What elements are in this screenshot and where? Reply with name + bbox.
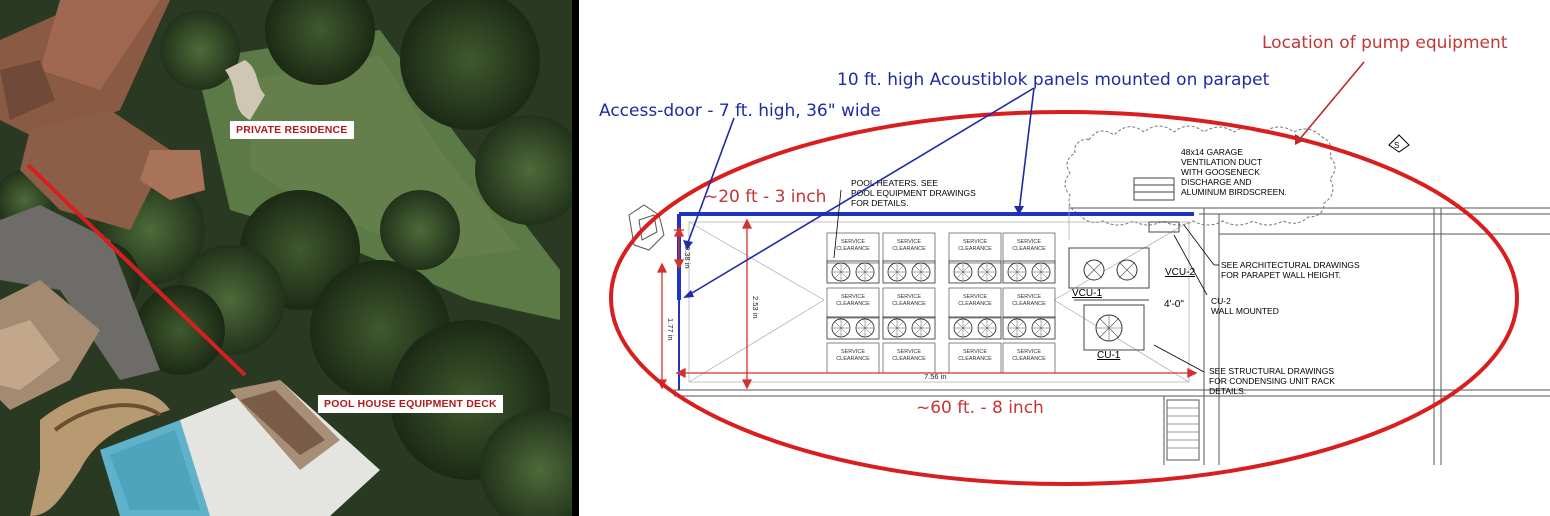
length-dimension: ~60 ft. - 8 inch	[916, 398, 1044, 418]
clearance-label: SERVICE	[841, 239, 865, 245]
spacing-label: 4'-0"	[1164, 299, 1184, 310]
garage-duct-note: 48x14 GARAGE VENTILATION DUCT WITH GOOSE…	[1181, 147, 1287, 197]
clearance-label: SERVICE	[897, 294, 921, 300]
building-outline	[674, 207, 1550, 465]
clearance-label: SERVICE	[963, 239, 987, 245]
deck-label: POOL HOUSE EQUIPMENT DECK	[318, 395, 503, 413]
clearance-label: SERVICE	[1017, 349, 1041, 355]
clearance-label: CLEARANCE	[836, 246, 870, 252]
structural-note: SEE STRUCTURAL DRAWINGS FOR CONDENSING U…	[1209, 366, 1337, 396]
service-clearance-block	[882, 287, 936, 319]
pool-heater-unit	[1002, 316, 1056, 340]
pool-heater-unit	[1002, 260, 1056, 284]
pool-heater-unit	[826, 316, 880, 340]
clearance-label: SERVICE	[963, 349, 987, 355]
north-arrow-icon	[1388, 134, 1410, 153]
clearance-label: CLEARANCE	[1012, 301, 1046, 307]
service-clearance-block	[948, 287, 1002, 319]
blue-callout-arrows	[686, 87, 1035, 297]
pool-heaters: SERVICECLEARANCESERVICECLEARANCESERVICEC…	[826, 232, 1056, 374]
pool-heaters-note: POOL HEATERS. SEE POOL EQUIPMENT DRAWING…	[851, 178, 978, 208]
clearance-label: CLEARANCE	[892, 356, 926, 362]
width-dimension: ~20 ft - 3 inch	[704, 187, 826, 207]
clearance-label: CLEARANCE	[958, 356, 992, 362]
service-clearance-block	[826, 287, 880, 319]
service-clearance-block	[1002, 287, 1056, 319]
clearance-label: SERVICE	[1017, 294, 1041, 300]
driveway	[0, 205, 160, 380]
floor-plan: S SERVICECLEARANCESERVICECLEARANCESERVIC…	[579, 0, 1550, 516]
pump-location-arrow	[1298, 61, 1365, 141]
measure-2-53: 2.53 in	[751, 296, 760, 319]
measure-0-38: 0.38 in	[683, 246, 692, 269]
pump-location-callout: Location of pump equipment	[1262, 33, 1508, 53]
pool-heater-unit	[948, 316, 1002, 340]
stair	[1167, 407, 1199, 449]
clearance-label: CLEARANCE	[836, 301, 870, 307]
cu-fan-icons	[1083, 259, 1138, 342]
clearance-label: CLEARANCE	[1012, 246, 1046, 252]
enclosure-highlight-ellipse	[609, 110, 1519, 486]
measurement-lines	[656, 218, 1198, 390]
clearance-label: SERVICE	[897, 239, 921, 245]
service-clearance-block	[826, 232, 880, 264]
service-clearance-block	[882, 232, 936, 264]
pool-heater-unit	[948, 260, 1002, 284]
note-leaders	[833, 189, 1219, 373]
vcu1-label: VCU-1	[1072, 288, 1102, 299]
pool-house	[100, 380, 380, 516]
service-clearance-block	[948, 232, 1002, 264]
tree-outline	[1064, 125, 1336, 226]
clearance-label: SERVICE	[841, 294, 865, 300]
aerial-photo	[0, 0, 572, 516]
access-door-callout: Access-door - 7 ft. high, 36" wide	[599, 101, 881, 121]
vcu2-label: VCU-2	[1165, 267, 1195, 278]
equipment-sightline	[26, 163, 247, 377]
clearance-label: SERVICE	[963, 294, 987, 300]
condensing-units	[1068, 177, 1180, 351]
clearance-label: SERVICE	[897, 349, 921, 355]
clearance-label: CLEARANCE	[892, 246, 926, 252]
clearance-label: SERVICE	[841, 349, 865, 355]
cu1-label: CU-1	[1097, 350, 1121, 361]
service-clearance-block	[1002, 232, 1056, 264]
pool-heater-unit	[826, 260, 880, 284]
measure-7-56: 7.56 in	[924, 372, 947, 381]
clearance-label: CLEARANCE	[892, 301, 926, 307]
measure-1-77: 1.77 in	[666, 318, 675, 341]
north-label: S	[1394, 141, 1399, 150]
clearance-label: CLEARANCE	[1012, 356, 1046, 362]
residence-roof	[0, 0, 205, 230]
pool-heater-unit	[882, 260, 936, 284]
acoustiblok-callout: 10 ft. high Acoustiblok panels mounted o…	[837, 70, 1270, 90]
clearance-label: CLEARANCE	[958, 301, 992, 307]
pool-heater-unit	[882, 316, 936, 340]
clearance-label: CLEARANCE	[958, 246, 992, 252]
cu2-note: CU-2 WALL MOUNTED	[1211, 296, 1279, 316]
clearance-label: SERVICE	[1017, 239, 1041, 245]
residence-label: PRIVATE RESIDENCE	[230, 121, 354, 139]
architectural-note: SEE ARCHITECTURAL DRAWINGS FOR PARAPET W…	[1221, 260, 1362, 280]
clearance-label: CLEARANCE	[836, 356, 870, 362]
